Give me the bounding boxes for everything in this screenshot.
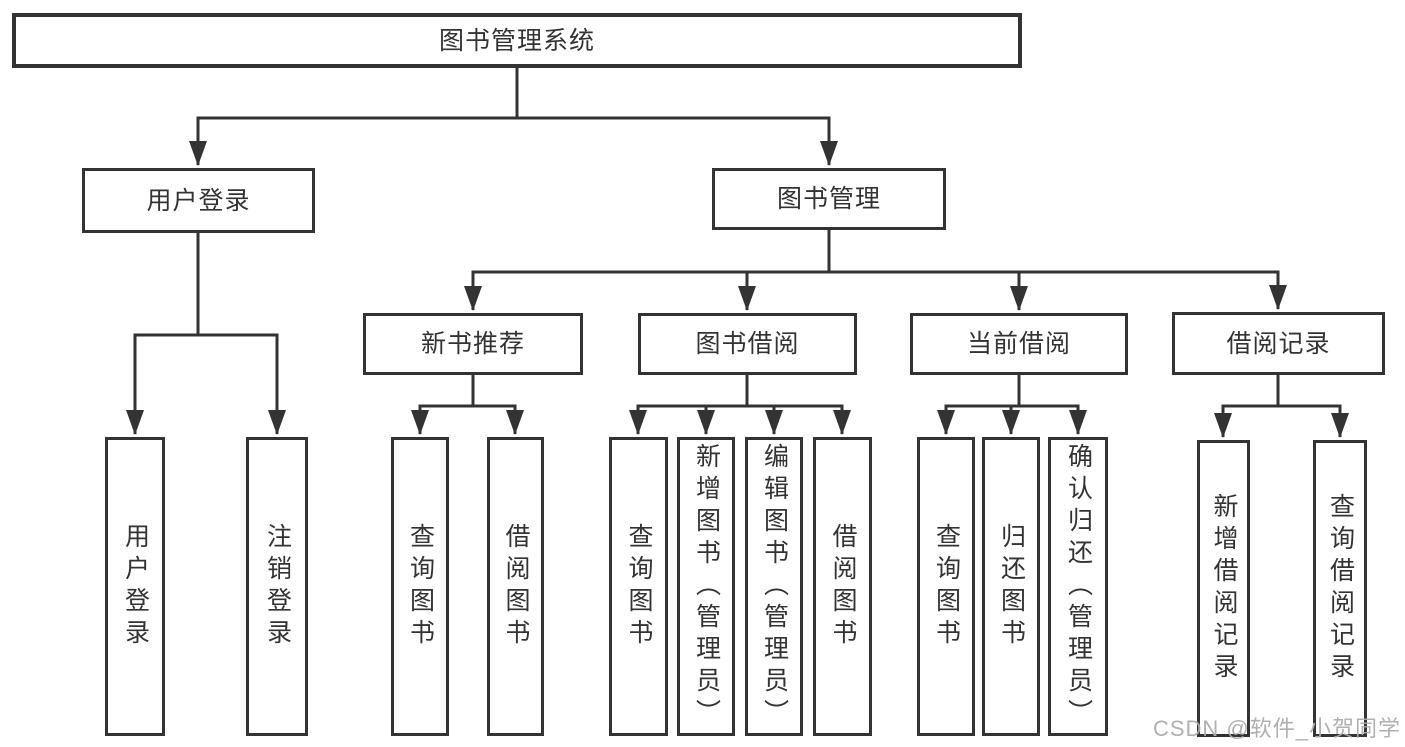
node-leaf-nb-borrow-books: 借阅图书 [487, 437, 544, 736]
node-leaf-bb-borrow-books: 借阅图书 [813, 437, 872, 736]
node-user-login-branch: 用户登录 [82, 168, 315, 233]
node-leaf-nb-query-books: 查询图书 [391, 437, 449, 736]
edge-current-borrow-children [937, 373, 1087, 435]
node-leaf-cb-query-books: 查询图书 [917, 437, 975, 736]
node-leaf-cb-return-books: 归还图书 [982, 437, 1040, 736]
node-leaf-bb-query-books: 查询图书 [609, 437, 668, 736]
node-leaf-logout: 注销登录 [246, 437, 308, 736]
node-leaf-user-login: 用户登录 [105, 437, 165, 736]
node-current-borrowing: 当前借阅 [910, 313, 1128, 375]
node-leaf-bb-edit-books-admin: 编辑图书（管理员） [745, 437, 803, 736]
node-leaf-cb-confirm-return-admin: 确认归还（管理员） [1048, 437, 1108, 736]
node-leaf-bb-add-books-admin: 新增图书（管理员） [677, 437, 735, 736]
edge-new-books-children [411, 373, 524, 435]
node-book-management: 图书管理 [712, 168, 946, 230]
node-leaf-br-query-record: 查询借阅记录 [1313, 440, 1367, 737]
edge-root-to-branches [189, 66, 838, 166]
node-leaf-br-add-record: 新增借阅记录 [1197, 440, 1250, 737]
node-system-root: 图书管理系统 [12, 13, 1022, 68]
node-borrow-records: 借阅记录 [1172, 312, 1385, 375]
node-new-book-recommend: 新书推荐 [363, 313, 583, 375]
edge-user-login-children [126, 231, 286, 435]
node-book-borrowing: 图书借阅 [638, 313, 857, 375]
edge-book-mgmt-children [464, 228, 1287, 311]
csdn-watermark: CSDN @软件_小贺同学 [1152, 716, 1401, 741]
edge-book-borrow-children [629, 373, 851, 435]
edge-borrow-records-children [1214, 373, 1349, 438]
